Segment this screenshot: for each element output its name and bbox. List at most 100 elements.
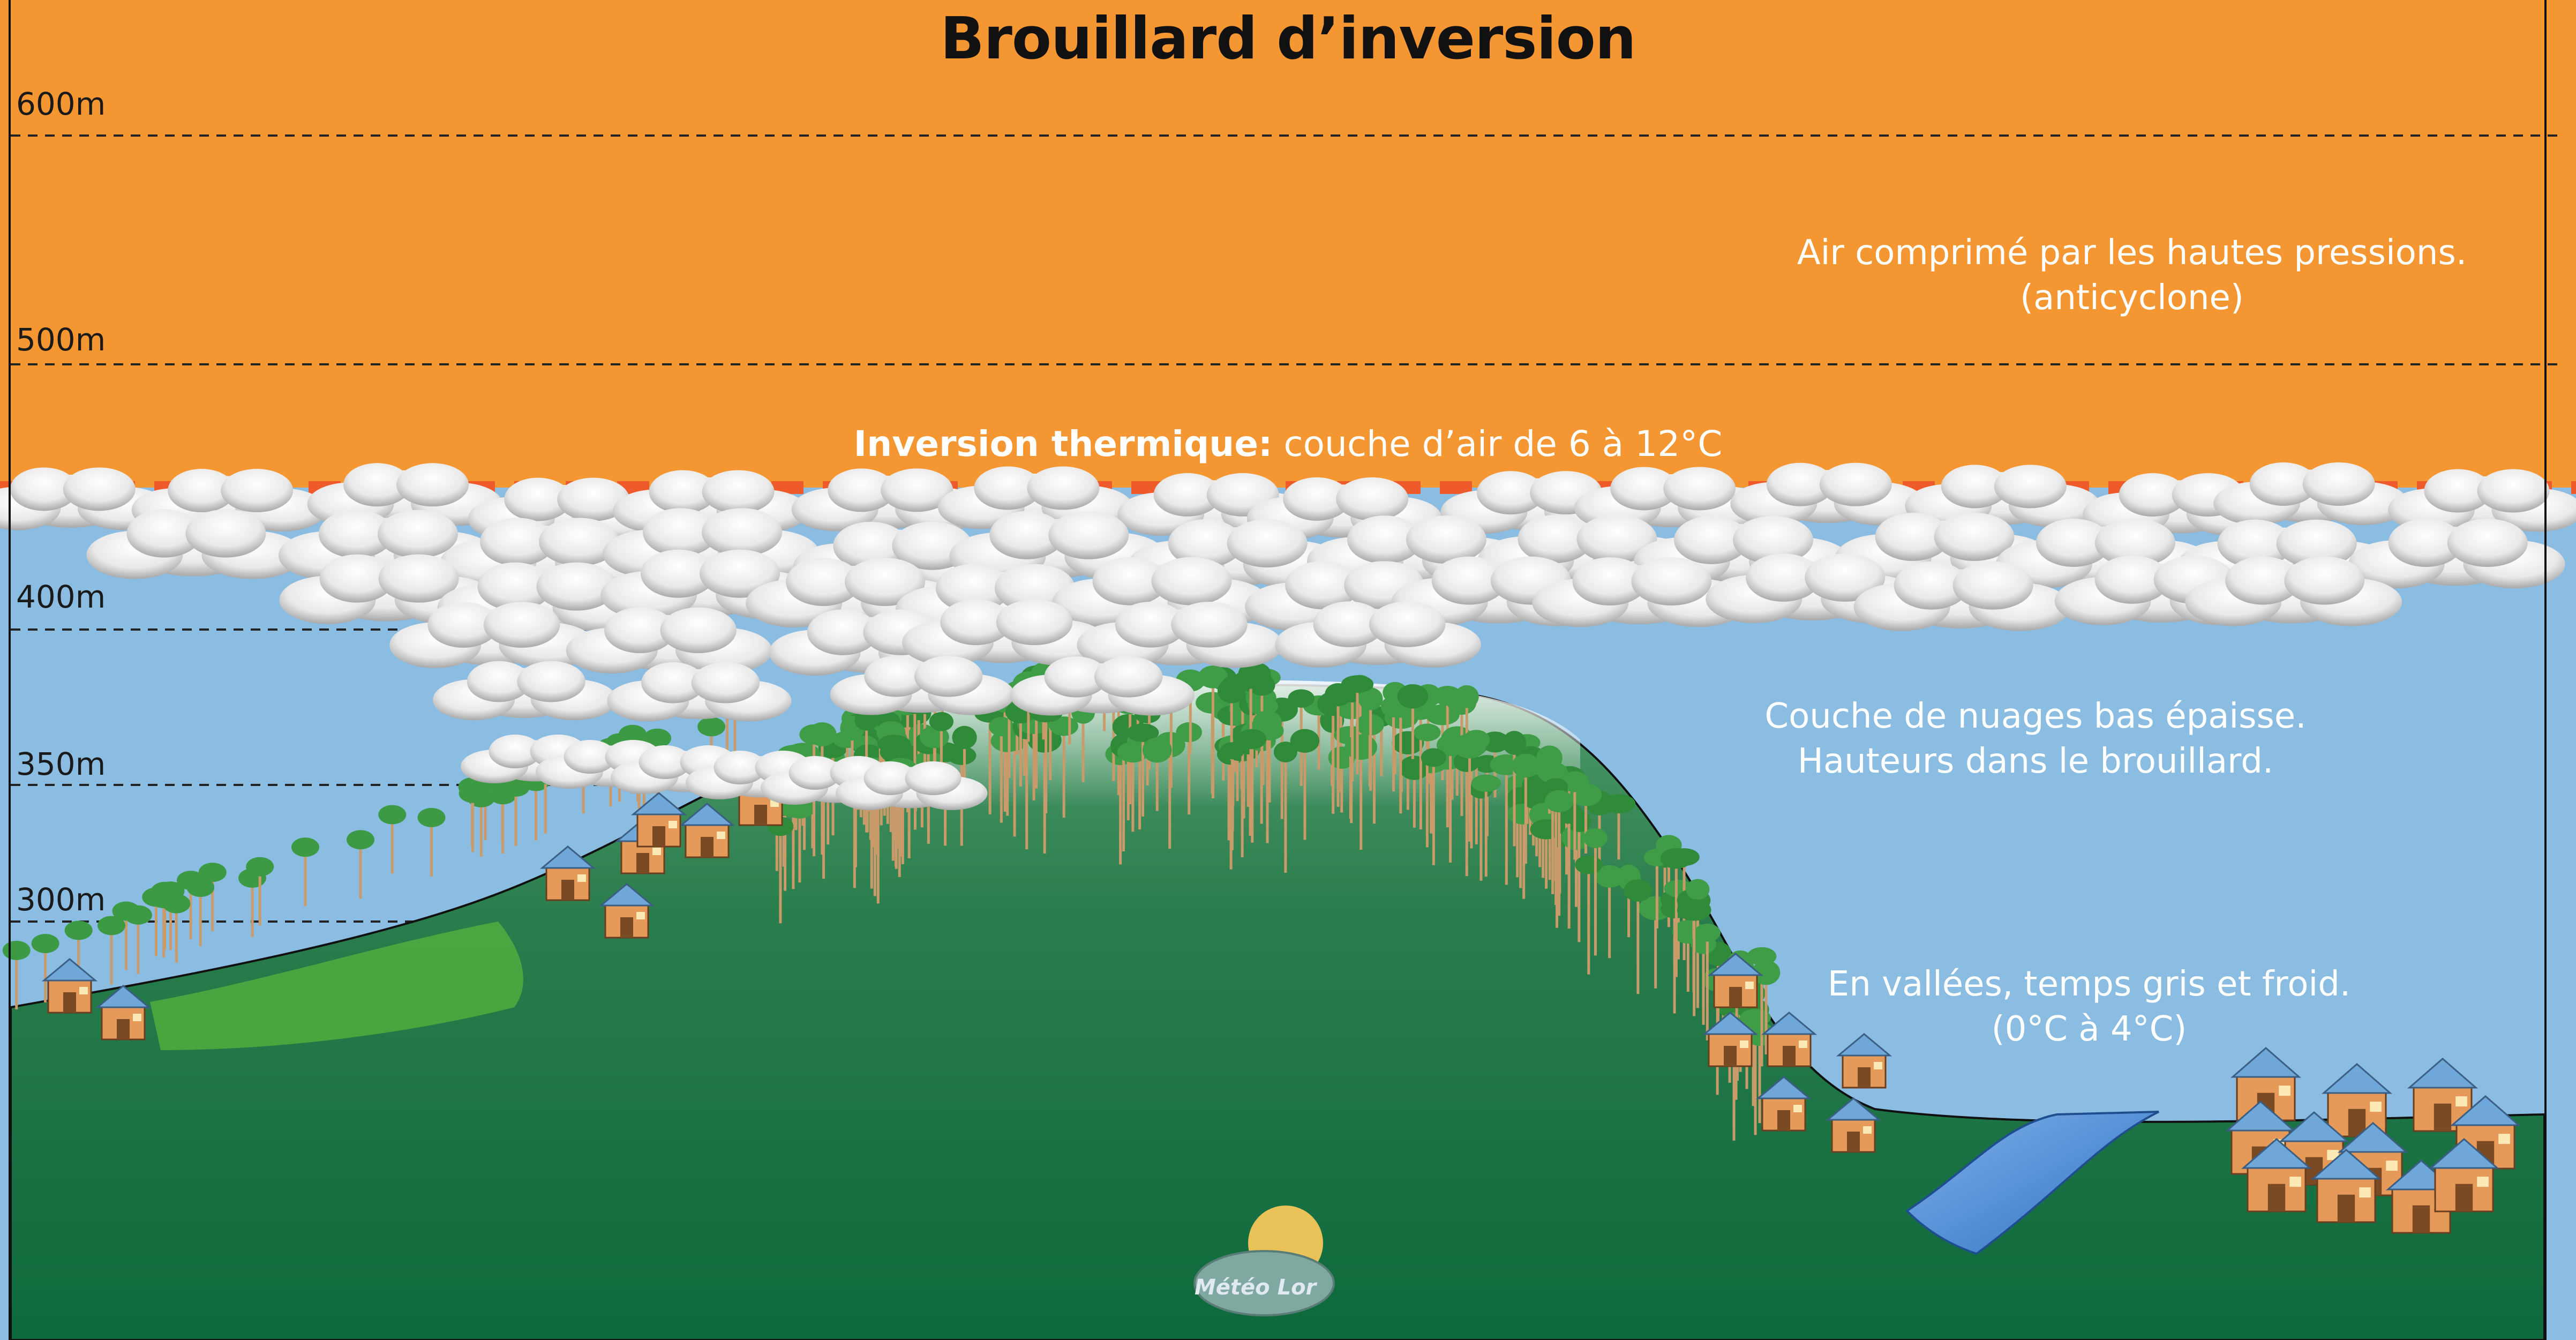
logo-cloud-icon	[1193, 1250, 1335, 1316]
tree-icon	[1421, 748, 1446, 865]
tree-icon	[1176, 722, 1202, 815]
cloud-icon	[949, 511, 1167, 581]
house-icon	[1825, 1097, 1882, 1153]
logo-badge	[1193, 1206, 1335, 1316]
cloud-icon	[279, 554, 497, 624]
tree-icon	[1512, 753, 1540, 864]
tree-icon	[97, 916, 126, 985]
house-icon	[630, 792, 687, 848]
cloud-icon	[2213, 462, 2409, 526]
cloud-icon	[1730, 462, 1926, 526]
tree-icon	[31, 933, 59, 1002]
cloud-icon	[433, 661, 618, 721]
tree-icon	[1624, 879, 1653, 994]
house-icon	[1761, 1012, 1818, 1067]
house-icon	[41, 958, 98, 1014]
valleys-note: En vallées, temps gris et froid. (0°C à …	[1768, 962, 2410, 1052]
tree-icon	[1126, 723, 1159, 817]
cloud-icon	[1077, 602, 1283, 668]
valleys-note-line2: (0°C à 4°C)	[1991, 1009, 2187, 1049]
tree-icon	[417, 807, 446, 877]
tree-icon	[1220, 742, 1245, 850]
altitude-label-300: 300m	[16, 881, 106, 918]
house-icon	[2241, 1138, 2312, 1212]
tree-icon	[1660, 848, 1692, 977]
grass-field	[150, 922, 523, 1050]
cloud-icon	[389, 602, 596, 668]
tree-icon	[501, 777, 530, 846]
house-icon	[598, 883, 655, 939]
house-icon	[1755, 1076, 1812, 1132]
inversion-label-bold: Inversion thermique:	[853, 423, 1273, 465]
house-icon	[1702, 1012, 1759, 1067]
tree-icon	[1583, 828, 1608, 956]
tree-icon	[112, 901, 140, 970]
house-icon	[95, 985, 152, 1040]
warm-air-layer	[0, 0, 2576, 488]
cloud-icon	[2185, 556, 2402, 626]
tree-icon	[459, 783, 487, 852]
diagram-title: Brouillard d’inversion	[940, 5, 1636, 72]
tree-icon	[162, 894, 191, 963]
tree-icon	[246, 857, 274, 926]
altitude-label-500: 500m	[16, 321, 106, 358]
cloud-icon	[1853, 561, 2071, 631]
clouds-note-line1: Couche de nuages bas épaisse.	[1764, 697, 2307, 736]
cloud-icon	[2387, 469, 2576, 532]
cloud-icon	[1010, 656, 1195, 716]
tree-icon	[1544, 790, 1574, 916]
house-icon	[1836, 1033, 1892, 1089]
river	[1905, 1111, 2159, 1255]
tree-icon	[1471, 774, 1501, 877]
house-icon	[2428, 1138, 2500, 1212]
house-icon	[539, 845, 596, 901]
inversion-label-rest: couche d’air de 6 à 12°C	[1283, 423, 1723, 465]
tree-icon	[1752, 960, 1781, 1055]
cloud-icon	[566, 607, 772, 674]
cloud-layer	[0, 462, 2576, 810]
cloud-icon	[2348, 519, 2565, 589]
cloud-icon	[86, 509, 304, 579]
tree-icon	[1290, 729, 1320, 840]
tree-icon	[186, 878, 215, 947]
tree-icon	[989, 717, 1014, 823]
cloud-icon	[836, 761, 988, 810]
anticyclone-note-line2: (anticyclone)	[2020, 278, 2244, 318]
anticyclone-note: Air comprimé par les hautes pressions. (…	[1757, 230, 2507, 320]
tree-icon	[1677, 899, 1711, 1016]
tree-icon	[1694, 924, 1721, 1040]
altitude-label-350: 350m	[16, 746, 106, 782]
cloud-icon	[307, 463, 503, 526]
altitude-label-400: 400m	[16, 579, 106, 615]
tree-icon	[1117, 742, 1148, 832]
inversion-label: Inversion thermique: couche d’air de 6 à…	[0, 423, 2576, 465]
tree-icon	[1530, 819, 1563, 889]
tree-icon	[1358, 687, 1383, 791]
tree-icon	[291, 837, 319, 907]
tree-icon	[378, 805, 407, 874]
tree-icon	[1595, 865, 1624, 959]
tree-icon	[1341, 675, 1374, 775]
clouds-note: Couche de nuages bas épaisse. Hauteurs d…	[1687, 694, 2384, 784]
house-icon	[679, 803, 735, 858]
logo-text: Météo Lor	[1195, 1275, 1317, 1300]
tree-icon	[1198, 665, 1228, 798]
house-icon	[2407, 1058, 2479, 1132]
houses	[41, 770, 2521, 1234]
cloud-icon	[830, 656, 1015, 715]
tree-icon	[1049, 716, 1079, 818]
anticyclone-note-line1: Air comprimé par les hautes pressions.	[1797, 233, 2467, 273]
tree-icon	[347, 830, 375, 899]
cloud-icon	[1275, 601, 1481, 668]
tree-icon	[1142, 737, 1172, 811]
house-icon	[1707, 953, 1764, 1008]
tree-icon	[1602, 794, 1636, 860]
tree-icon	[1453, 733, 1486, 842]
clouds-note-line2: Hauteurs dans le brouillard.	[1797, 742, 2274, 781]
tree-icon	[1397, 684, 1429, 759]
house-icon	[2310, 1149, 2382, 1223]
tree-icon	[1236, 729, 1267, 817]
tree-icon	[198, 863, 227, 932]
